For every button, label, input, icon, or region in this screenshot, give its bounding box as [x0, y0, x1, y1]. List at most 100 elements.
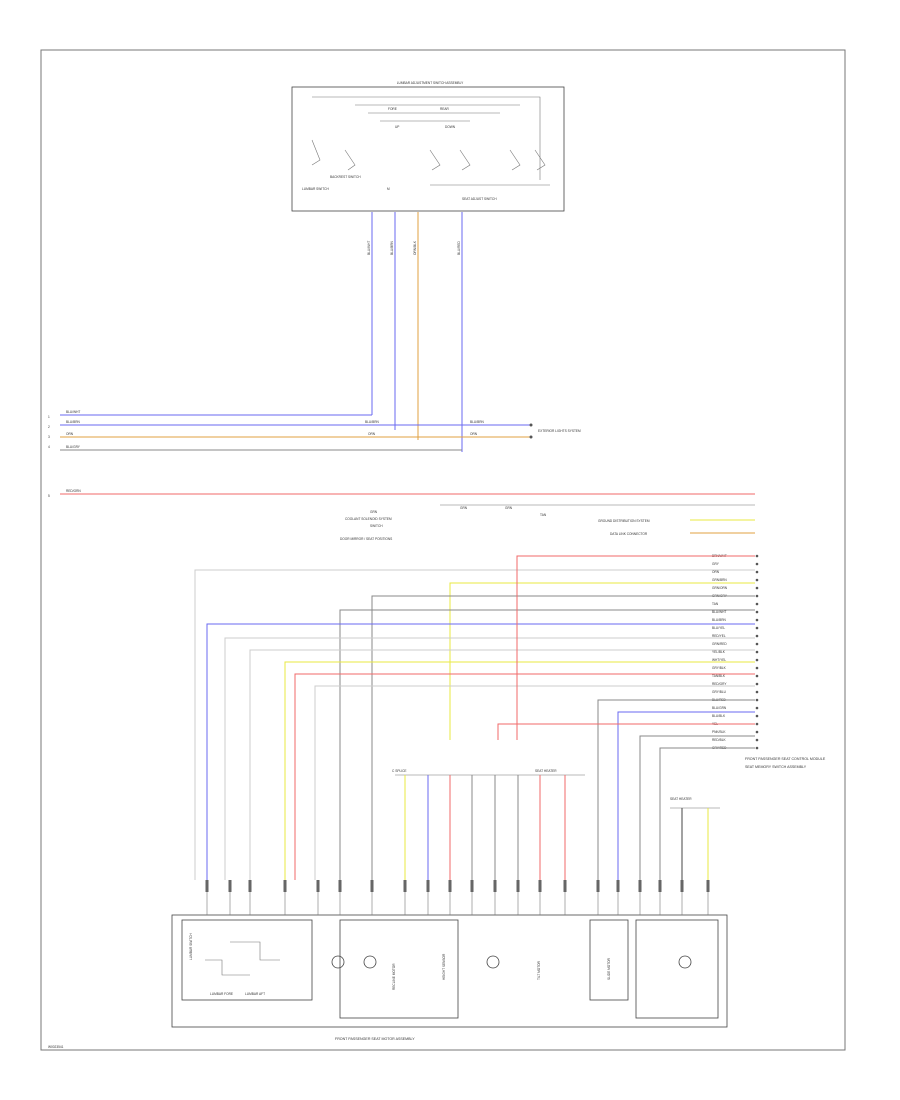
mid-label: SWITCH — [370, 524, 383, 528]
connector-stub — [563, 880, 567, 892]
bus-number: 5 — [48, 494, 50, 498]
route-wire — [194, 569, 755, 880]
switch-label-rear: REAR — [440, 107, 450, 111]
connector-pin — [755, 690, 759, 694]
connector-pin-label: GRN/BRN — [712, 578, 727, 582]
connector-pin-label: BLU/WHT — [712, 610, 726, 614]
module-label: RECLINE MOTOR — [392, 963, 396, 990]
wire-label: BLU/WHT — [66, 410, 80, 414]
wire-label: BLU/RED — [457, 240, 461, 255]
switch-contact — [344, 149, 356, 171]
recline-module-box — [339, 919, 459, 1019]
switch-contact — [429, 149, 441, 171]
lumbar-fore-label: LUMBAR FORE — [210, 992, 233, 996]
lumbar-contact — [230, 941, 280, 961]
module-label: LUMBAR SWITCH — [189, 933, 193, 960]
connector-stub — [658, 880, 662, 892]
wire-label: ORN — [470, 432, 478, 436]
switch-label-fore: FORE — [388, 107, 397, 111]
exterior-lights-label: EXTERIOR LIGHTS SYSTEM — [538, 429, 581, 433]
motor-symbol — [331, 955, 345, 969]
module-label: SLIDE MOTOR — [607, 957, 611, 980]
lumbar-switch-assembly: LUMBAR ADJUSTMENT SWITCH ASSEMBLY FORE R… — [291, 81, 565, 212]
connector-pin-label: TAN — [712, 602, 719, 606]
switch-contact — [311, 139, 321, 166]
connector-pin-label: GRY/BLU — [712, 690, 727, 694]
wire-label: BLU/BRN — [66, 420, 81, 424]
connector-pin — [755, 586, 759, 590]
wire-label: RED/GRN — [66, 489, 81, 493]
mid-label: GRN — [370, 510, 378, 514]
lumbar-switch-box — [291, 86, 565, 212]
route-wire — [339, 609, 755, 880]
backrest-switch-label: BACKREST SWITCH — [330, 175, 361, 179]
seat-motor-assembly: LUMBAR FORE LUMBAR AFT LUMBAR SWITCH REC… — [171, 914, 728, 1041]
connector-pin — [755, 594, 759, 598]
route-wire — [371, 595, 755, 880]
switch-bus — [312, 96, 541, 180]
control-module-caption: FRONT PASSENGER SEAT CONTROL MODULE — [745, 757, 826, 761]
seat-adjust-switch-label: SEAT ADJUST SWITCH — [462, 197, 497, 201]
heater-module-box — [635, 919, 719, 1019]
module-label: HEIGHT SENSOR — [442, 953, 446, 980]
route-wire — [294, 673, 755, 880]
wire-label: ORN — [368, 432, 376, 436]
connector-pin — [755, 698, 759, 702]
seat-heater-label: SEAT HEATER — [670, 797, 692, 801]
connector-stub — [493, 880, 497, 892]
switch-contact — [509, 149, 521, 171]
connector-stub — [426, 880, 430, 892]
connector-pin — [755, 650, 759, 654]
wire-label: BLU/BRN — [470, 420, 485, 424]
connector-pin — [755, 562, 759, 566]
connector-pin — [755, 634, 759, 638]
route-wire — [224, 637, 755, 880]
mid-label: COOLANT SOLENOID SYSTEM — [345, 517, 392, 521]
control-module-subcaption: SEAT MEMORY SWITCH ASSEMBLY — [745, 765, 807, 769]
wire-label: ORN/BLK — [413, 240, 417, 255]
seat-heater-switch: SEAT HEATER — [670, 797, 720, 880]
bus-number: 1 — [48, 415, 50, 419]
route-wire — [497, 723, 755, 740]
lumbar-switch-label: LUMBAR SWITCH — [302, 187, 329, 191]
lumbar-switch-title: LUMBAR ADJUSTMENT SWITCH ASSEMBLY — [397, 81, 464, 85]
connector-pin-label: RED/BLK — [712, 738, 727, 742]
connector-pin — [755, 578, 759, 582]
switch-label-up: UP — [395, 125, 399, 129]
seat-motor-caption: FRONT PASSENGER SEAT MOTOR ASSEMBLY — [335, 1037, 415, 1041]
switch-contact — [459, 149, 471, 171]
wire-label: BLU/BRN — [365, 420, 380, 424]
connector-pin — [755, 746, 759, 750]
connector-pin — [755, 658, 759, 662]
connector-pin — [755, 682, 759, 686]
connector-stub — [616, 880, 620, 892]
connector-stub — [448, 880, 452, 892]
route-wire — [284, 661, 755, 880]
seat-motor-box — [171, 914, 728, 1028]
connector-pin-label: RED/GRY — [712, 682, 727, 686]
connector-stub — [403, 880, 407, 892]
route-wire — [639, 735, 755, 880]
connector-pin — [755, 610, 759, 614]
connector-pin — [755, 554, 759, 558]
connector-pin — [755, 618, 759, 622]
connector-pin-label: BLU/BLK — [712, 714, 726, 718]
connector-stub — [470, 880, 474, 892]
route-wire — [449, 582, 755, 740]
motor-symbol — [678, 955, 692, 969]
route-wire — [314, 685, 755, 880]
splice-right-label: SEAT HEATER — [535, 769, 557, 773]
diagram-frame — [40, 49, 846, 1051]
connector-pin-label: GRY — [712, 562, 720, 566]
connector-stub — [370, 880, 374, 892]
mid-label-block: GRN COOLANT SOLENOID SYSTEM SWITCH DOOR … — [340, 504, 755, 541]
connector-pin — [755, 706, 759, 710]
connector-pin-label: PNK/BLK — [712, 730, 726, 734]
splice-bar: C SPLICE SEAT HEATER — [392, 769, 585, 880]
connector-stub — [516, 880, 520, 892]
connector-stub — [680, 880, 684, 892]
connector-stub — [338, 880, 342, 892]
connector-pin — [529, 435, 533, 439]
route-wire — [617, 711, 755, 880]
connector-pin — [755, 674, 759, 678]
